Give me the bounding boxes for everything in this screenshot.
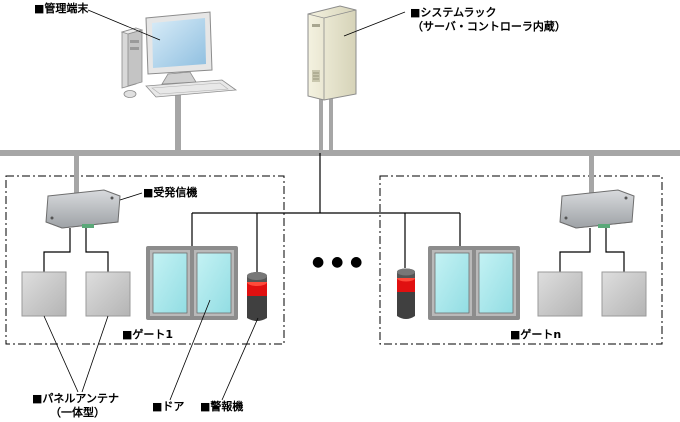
- label-system-rack-sub: （サーバ・コントローラ内蔵）: [412, 20, 566, 33]
- label-panel-antenna: ■パネルアンテナ: [32, 392, 119, 405]
- antenna-1b-wire: [85, 228, 109, 272]
- label-door: ■ドア: [152, 400, 185, 413]
- door-n-icon: [428, 246, 520, 320]
- panel-antenna-1b: [85, 271, 131, 317]
- gate-1-zone: [5, 175, 285, 345]
- panel-antenna-na: [537, 271, 583, 317]
- panel-antenna-1a: [21, 271, 67, 317]
- label-transceiver: ■受発信機: [143, 186, 198, 199]
- label-ellipsis: ● ● ●: [312, 254, 364, 270]
- label-gate-n: ■ゲートn: [510, 328, 562, 341]
- door-1-icon: [146, 246, 238, 320]
- label-system-rack: ■システムラック: [410, 6, 497, 19]
- label-panel-antenna-sub: （一体型）: [50, 406, 105, 419]
- transceiver-1-uplink: [74, 156, 79, 194]
- gate-n-zone: [379, 175, 663, 345]
- panel-antenna-nb: [601, 271, 647, 317]
- antenna-1a-wire: [43, 228, 71, 272]
- leader-antenna-a: [43, 315, 79, 393]
- label-gate-1: ■ゲート1: [122, 328, 174, 341]
- label-management-terminal: ■管理端末: [34, 2, 89, 15]
- antenna-nb-wire: [605, 228, 625, 272]
- leader-terminal: [87, 9, 161, 41]
- leader-antenna-b: [81, 315, 109, 393]
- leader-alarm: [221, 317, 259, 401]
- system-rack-icon: [307, 5, 357, 153]
- transceiver-1-icon: [45, 189, 121, 229]
- alarm-1-icon: [247, 272, 267, 321]
- alarm-n-icon: [397, 268, 415, 319]
- leader-transceiver: [119, 192, 143, 201]
- management-terminal-icon: [120, 11, 238, 152]
- antenna-na-wire: [559, 228, 591, 272]
- transceiver-n-icon: [559, 189, 635, 229]
- leader-door: [169, 299, 211, 401]
- label-alarm: ■警報機: [200, 400, 244, 413]
- leader-rack: [343, 11, 406, 37]
- transceiver-n-uplink: [589, 156, 594, 194]
- network-bus: [0, 150, 680, 156]
